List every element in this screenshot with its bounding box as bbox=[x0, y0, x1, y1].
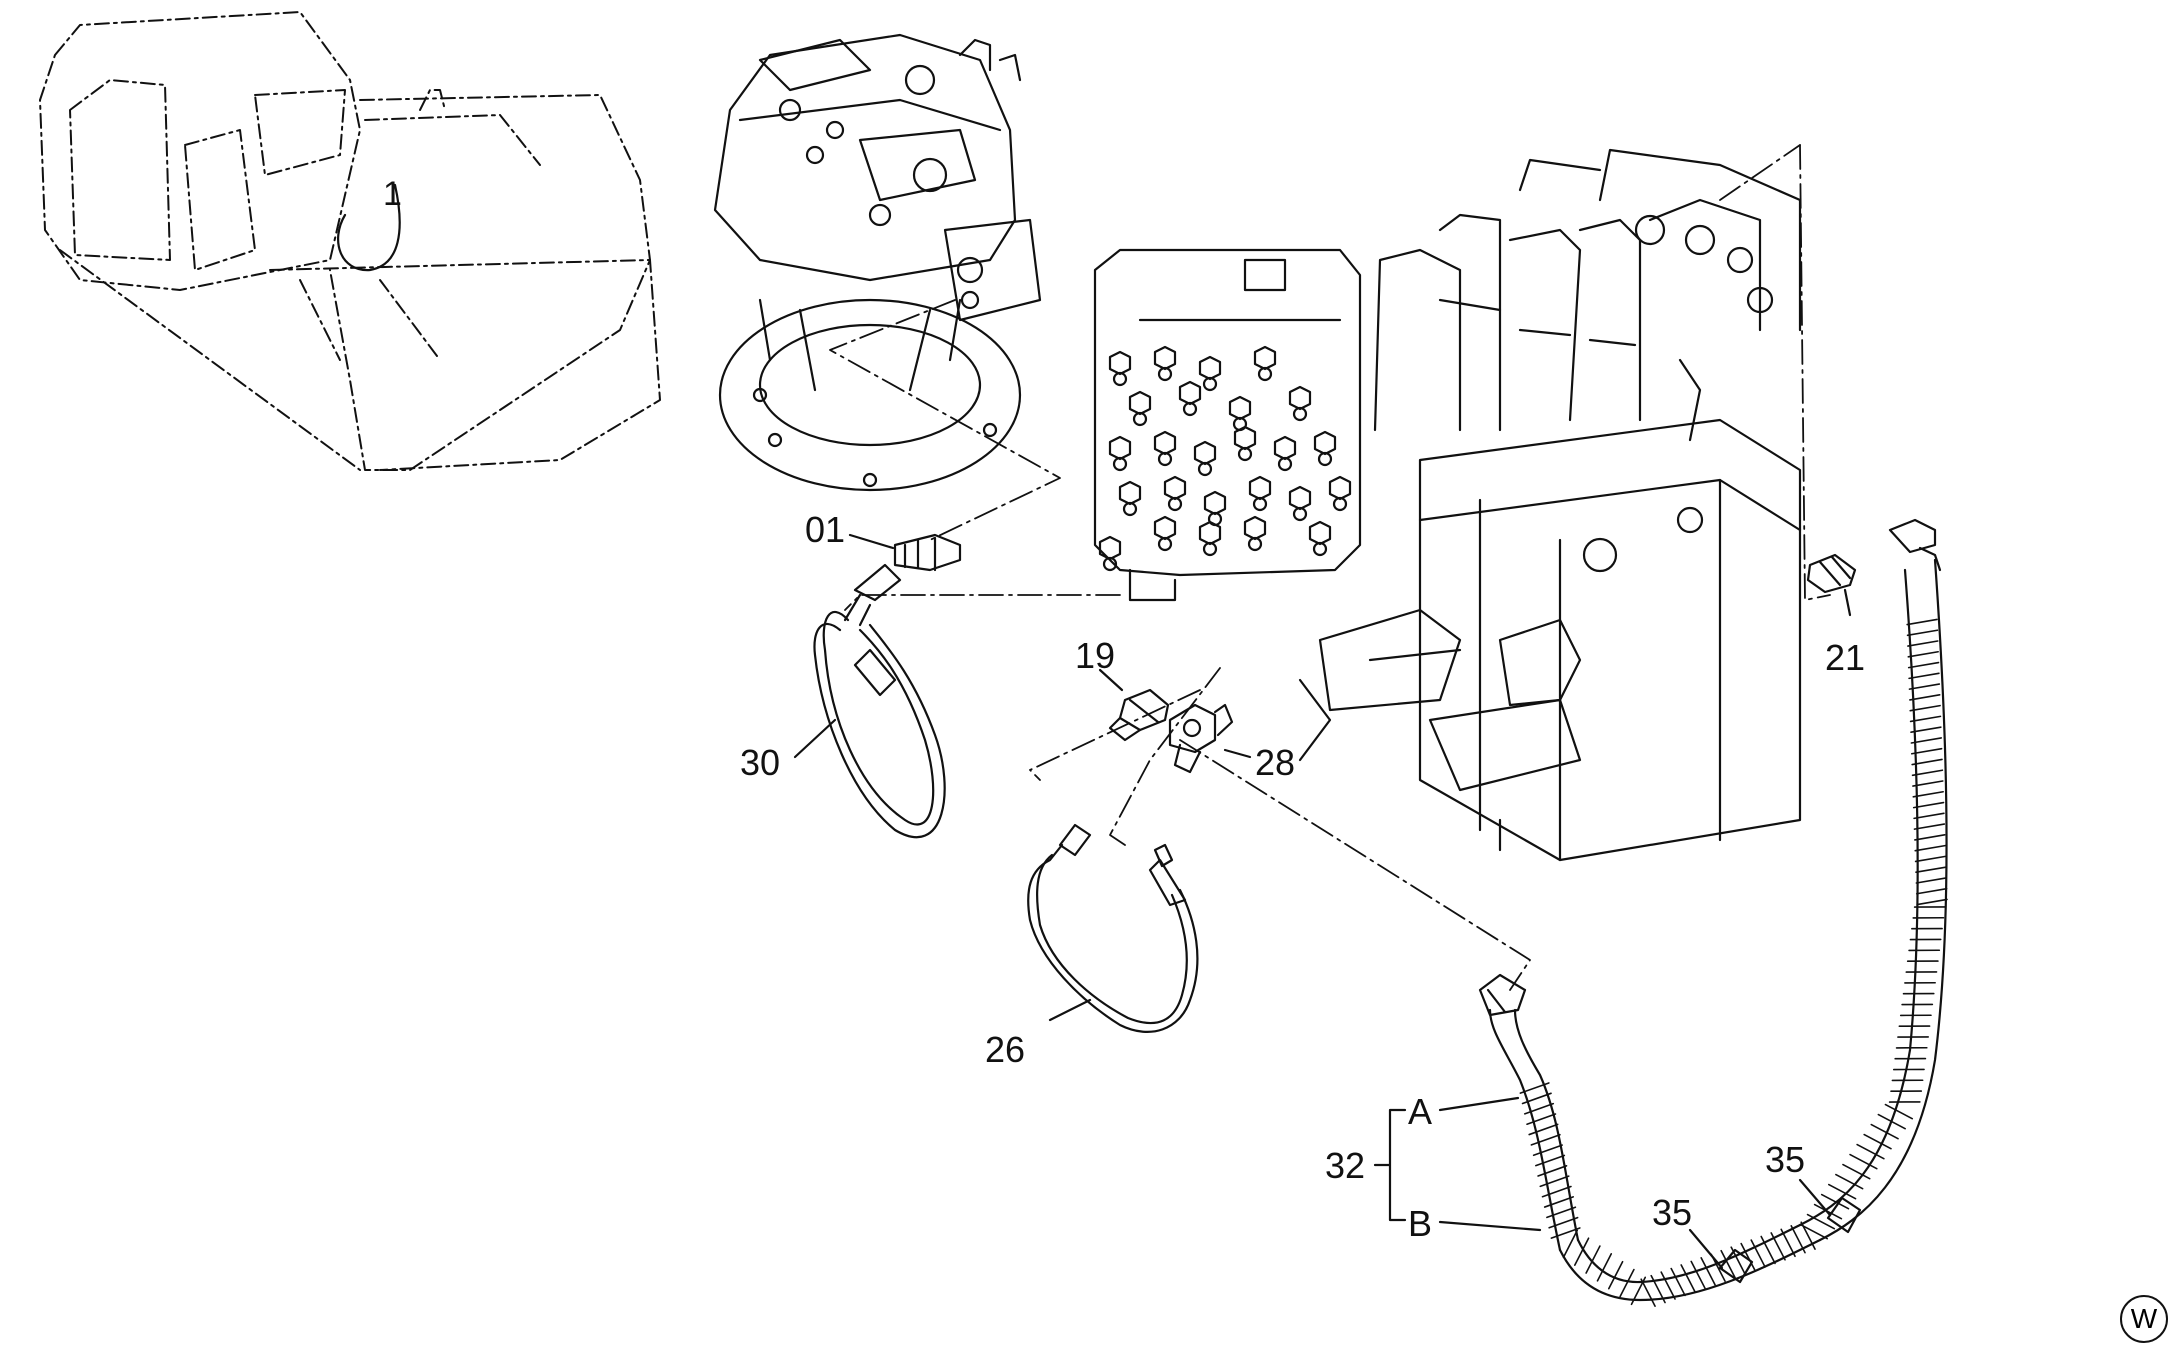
leader-30 bbox=[793, 718, 837, 759]
callout-21: 21 bbox=[1825, 637, 1866, 678]
leader-28 bbox=[1223, 748, 1252, 759]
callout-19: 19 bbox=[1075, 635, 1116, 676]
leader-35a bbox=[1688, 1228, 1724, 1270]
leader-19 bbox=[1098, 668, 1124, 692]
callout-28: 28 bbox=[1255, 742, 1296, 783]
leader-35b bbox=[1798, 1178, 1832, 1217]
control-valve-icon bbox=[1298, 148, 1802, 862]
part-30-hose-icon bbox=[813, 563, 946, 839]
cab-ref-label: 1 bbox=[383, 175, 402, 213]
part-01-adapter-icon bbox=[893, 533, 962, 572]
callout-01: 01 bbox=[805, 509, 846, 550]
callout-32-b: B bbox=[1408, 1203, 1433, 1244]
leader-26 bbox=[1048, 998, 1092, 1022]
bracket-32 bbox=[1373, 1108, 1407, 1222]
swing-motor-icon bbox=[713, 33, 1042, 492]
callout-32-a: A bbox=[1408, 1091, 1433, 1132]
part-21-adapter-icon bbox=[1806, 553, 1857, 594]
cab-ref-leader bbox=[337, 183, 401, 272]
corner-mark-w: W bbox=[2120, 1295, 2168, 1343]
assembly-guide-lines bbox=[829, 144, 1831, 991]
leader-01 bbox=[848, 533, 895, 550]
part-28-tee-icon bbox=[1168, 703, 1234, 774]
pilot-valve-block-icon bbox=[1093, 248, 1362, 602]
callout-30: 30 bbox=[740, 742, 781, 783]
part-35-clamp-icon bbox=[1718, 1196, 1862, 1284]
callout-35-b: 35 bbox=[1765, 1139, 1806, 1180]
excavator-overview-icon bbox=[39, 11, 661, 471]
pilot-valve-fittings bbox=[1098, 345, 1352, 572]
leader-32b bbox=[1438, 1220, 1542, 1232]
callout-26: 26 bbox=[985, 1029, 1026, 1070]
callout-35-a: 35 bbox=[1652, 1192, 1693, 1233]
leader-32a bbox=[1438, 1096, 1520, 1112]
part-19-adapter-icon bbox=[1108, 688, 1170, 742]
leader-21 bbox=[1843, 588, 1852, 617]
part-26-hose-icon bbox=[1027, 823, 1199, 1033]
hose-protector-coil bbox=[1519, 618, 1948, 1307]
callout-32: 32 bbox=[1325, 1145, 1366, 1186]
